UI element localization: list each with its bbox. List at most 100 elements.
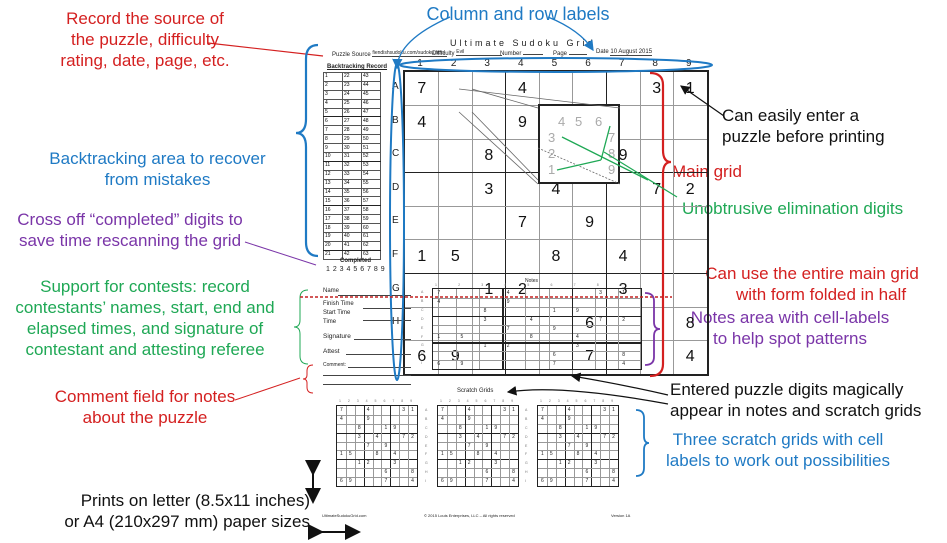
scratch-cell-B4[interactable]: 9 <box>467 415 471 422</box>
scratch-cell-G5[interactable] <box>373 459 382 468</box>
scratch-cell-H8[interactable] <box>500 468 509 477</box>
notes-cell-E9[interactable] <box>618 325 630 334</box>
backtracking-entry[interactable]: 62 <box>361 240 381 251</box>
cell-B1[interactable]: 4 <box>417 113 427 131</box>
backtracking-entry[interactable]: 27 <box>342 116 362 127</box>
scratch-cell-C2[interactable] <box>346 424 355 433</box>
scratch-cell-E6[interactable]: 9 <box>384 442 388 449</box>
notes-cell-H6[interactable]: 6 <box>552 352 556 359</box>
scratch-cell-E3[interactable] <box>556 442 565 451</box>
scratch-cell-E1[interactable] <box>538 442 547 451</box>
cell-I9[interactable]: 4 <box>685 348 695 366</box>
notes-cell-H3[interactable] <box>479 351 491 360</box>
backtracking-entry[interactable]: 55 <box>361 178 381 189</box>
scratch-cell-A9[interactable]: 1 <box>612 407 615 413</box>
cell-A1[interactable]: 7 <box>417 80 427 97</box>
cell-E1[interactable] <box>405 206 439 240</box>
scratch-cell-E4[interactable]: 7 <box>567 442 571 449</box>
scratch-cell-H4[interactable] <box>565 468 574 477</box>
scratch-cell-C3[interactable]: 8 <box>458 424 462 431</box>
notes-cell-H5[interactable] <box>525 351 537 360</box>
scratch-cell-I5[interactable] <box>474 477 483 486</box>
scratch-cell-B6[interactable] <box>582 415 591 424</box>
notes-cell-C3[interactable]: 8 <box>483 307 487 314</box>
scratch-cell-G3[interactable]: 1 <box>458 460 462 467</box>
scratch-cell-C8[interactable] <box>399 424 408 433</box>
cell-A7[interactable] <box>606 72 640 106</box>
scratch-cell-D2[interactable] <box>346 433 355 442</box>
scratch-cell-C4[interactable] <box>565 424 574 433</box>
scratch-cell-G9[interactable] <box>408 459 417 468</box>
notes-cell-B1[interactable]: 4 <box>437 298 441 305</box>
scratch-cell-E6[interactable]: 9 <box>585 442 589 449</box>
scratch-cell-I8[interactable] <box>500 477 509 486</box>
completed-digits[interactable]: 1 2 3 4 5 6 7 8 9 <box>326 266 386 273</box>
cell-B3[interactable] <box>472 106 506 140</box>
scratch-cell-B3[interactable] <box>355 415 364 424</box>
notes-cell-I4[interactable] <box>502 360 514 369</box>
backtracking-entry[interactable]: 5 <box>323 107 343 118</box>
scratch-cell-E5[interactable] <box>474 442 483 451</box>
cell-E9[interactable] <box>673 206 707 240</box>
backtracking-entry[interactable]: 20 <box>323 240 343 251</box>
scratch-cell-I1[interactable]: 6 <box>340 478 343 485</box>
notes-cell-B5[interactable] <box>525 298 537 307</box>
comment-line-2[interactable] <box>323 375 411 376</box>
notes-cell-F6[interactable] <box>549 333 561 342</box>
notes-cell-H1[interactable] <box>433 351 445 360</box>
backtracking-entry[interactable]: 45 <box>361 89 381 100</box>
cell-I6[interactable]: 7 <box>585 348 594 366</box>
scratch-cell-A3[interactable] <box>556 406 565 415</box>
scratch-cell-H3[interactable] <box>556 468 565 477</box>
cell-F6[interactable] <box>573 240 607 274</box>
scratch-cell-D5[interactable]: 4 <box>476 433 480 440</box>
scratch-cell-I7[interactable] <box>591 477 600 486</box>
notes-cell-B9[interactable] <box>618 298 630 307</box>
backtracking-entry[interactable]: 24 <box>342 89 362 100</box>
backtracking-entry[interactable]: 33 <box>342 169 362 180</box>
notes-cell-F9[interactable] <box>618 333 630 342</box>
cell-E3[interactable] <box>472 206 506 240</box>
cell-F9[interactable] <box>673 240 707 274</box>
cell-F8[interactable] <box>640 240 674 274</box>
cell-A5[interactable] <box>539 72 573 106</box>
scratch-cell-C7[interactable]: 9 <box>494 424 498 431</box>
cell-I8[interactable] <box>640 340 674 374</box>
cell-D9[interactable]: 2 <box>685 180 695 198</box>
scratch-cell-F6[interactable] <box>381 450 390 459</box>
scratch-cell-C1[interactable] <box>438 424 447 433</box>
comment-line-3[interactable] <box>323 384 411 385</box>
notes-cell-C2[interactable] <box>456 307 468 316</box>
backtracking-entry[interactable]: 35 <box>342 187 362 198</box>
scratch-cell-I9[interactable]: 4 <box>512 478 515 485</box>
notes-cell-G1[interactable] <box>433 342 445 351</box>
notes-cell-I6[interactable]: 7 <box>552 361 556 368</box>
scratch-cell-I3[interactable] <box>556 477 565 486</box>
scratch-cell-D1[interactable] <box>438 433 447 442</box>
backtracking-entry[interactable]: 32 <box>342 160 362 171</box>
notes-cell-H4[interactable] <box>502 351 514 360</box>
cell-G9[interactable] <box>673 273 707 307</box>
scratch-cell-C7[interactable]: 9 <box>393 424 397 431</box>
scratch-cell-D4[interactable] <box>465 433 474 442</box>
scratch-cell-G4[interactable]: 2 <box>567 460 571 467</box>
backtracking-entry[interactable]: 36 <box>342 196 362 207</box>
scratch-cell-H3[interactable] <box>355 468 364 477</box>
backtracking-entry[interactable]: 48 <box>361 116 381 127</box>
scratch-cell-H1[interactable] <box>538 468 547 477</box>
scratch-cell-G8[interactable] <box>399 459 408 468</box>
scratch-cell-E7[interactable] <box>491 442 500 451</box>
scratch-cell-I7[interactable] <box>390 477 399 486</box>
scratch-cell-G7[interactable]: 3 <box>494 460 498 467</box>
scratch-cell-F4[interactable] <box>565 450 574 459</box>
scratch-cell-F8[interactable] <box>399 450 408 459</box>
scratch-cell-I5[interactable] <box>373 477 382 486</box>
notes-cell-D4[interactable] <box>502 316 514 325</box>
cell-G8[interactable] <box>640 273 674 307</box>
scratch-cell-H2[interactable] <box>547 468 556 477</box>
scratch-cell-G6[interactable] <box>381 459 390 468</box>
backtracking-entry[interactable]: 44 <box>361 80 381 91</box>
scratch-cell-B1[interactable]: 4 <box>541 415 544 422</box>
scratch-cell-I3[interactable] <box>456 477 465 486</box>
